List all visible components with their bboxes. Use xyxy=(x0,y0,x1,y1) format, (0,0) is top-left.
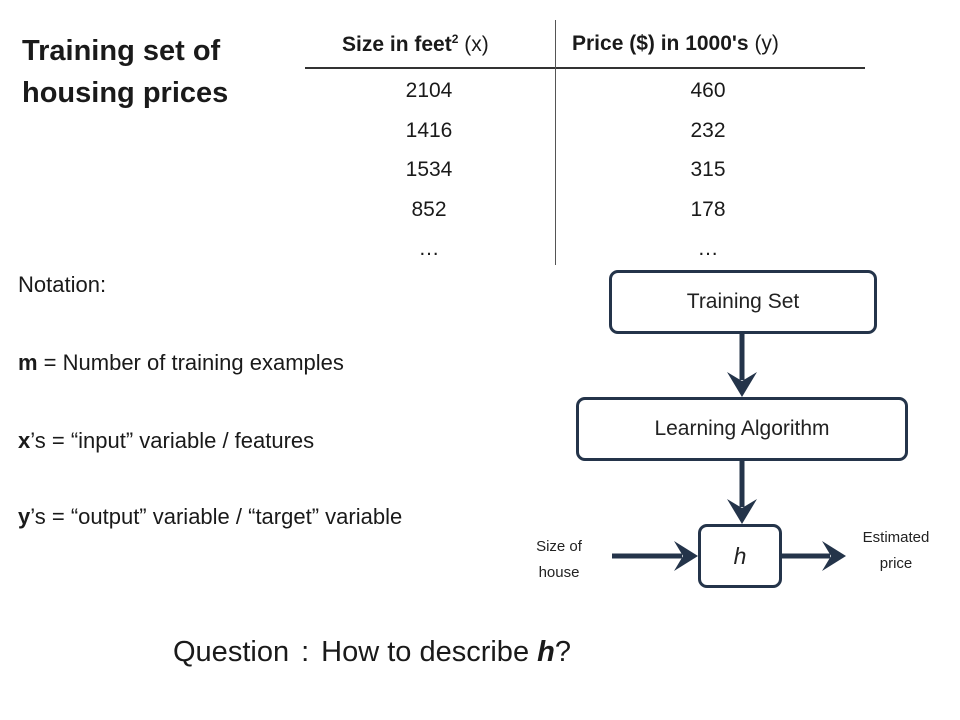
arrowhead-train-to-learn xyxy=(727,372,757,397)
slide-title: Training set of housing prices xyxy=(22,30,292,114)
arrowhead-learn-to-h xyxy=(727,499,757,524)
output-label-line-2: price xyxy=(879,555,913,572)
notation-x-text: ’s = “input” variable / features xyxy=(30,428,315,453)
table-cell-size-ellipsis: … xyxy=(418,237,440,260)
title-line-1: Training set of xyxy=(22,35,221,67)
notation-m-text: = Number of training examples xyxy=(37,350,344,375)
question-symbol-h: h xyxy=(537,636,555,668)
arrowhead-h-to-output xyxy=(822,541,846,571)
header-price-variable: (y) xyxy=(754,32,779,55)
notation-y: y’s = “output” variable / “target” varia… xyxy=(18,502,402,532)
size-column: 2104 1416 1534 852 … xyxy=(329,72,529,270)
symbol-x: x xyxy=(18,428,31,453)
notation-y-text: ’s = “output” variable / “target” variab… xyxy=(30,504,403,529)
table-cell-size: 2104 xyxy=(405,79,453,102)
table-cell-size: 1416 xyxy=(405,118,453,142)
training-set-box: Training Set xyxy=(609,270,877,334)
table-cell-price: 315 xyxy=(690,158,726,181)
symbol-m: m xyxy=(18,350,38,375)
question-text: How to describe xyxy=(321,636,538,668)
header-size-label: Size in feet xyxy=(342,33,452,56)
header-size-superscript: 2 xyxy=(451,32,459,46)
question-line: Question: How to describe h? xyxy=(173,636,571,669)
input-label-line-1: Size of xyxy=(536,538,582,555)
title-line-2: housing prices xyxy=(22,77,229,109)
notation-heading: Notation: xyxy=(18,272,107,297)
symbol-y: y xyxy=(18,504,31,529)
table-cell-size: 852 xyxy=(411,197,447,221)
input-label-line-2: house xyxy=(538,564,580,581)
table-cell-price-ellipsis: … xyxy=(697,237,719,260)
table-cell-price: 178 xyxy=(690,197,726,221)
table-cell-size: 1534 xyxy=(405,158,453,181)
table-cell-price: 232 xyxy=(690,118,726,142)
notation-x: x’s = “input” variable / features xyxy=(18,426,314,456)
column-header-size: Size in feet2 (x) xyxy=(342,32,489,57)
table-column-divider xyxy=(555,20,556,265)
header-size-variable: (x) xyxy=(464,33,489,56)
housing-data-table: Size in feet2 (x) Price ($) in 1000's (y… xyxy=(300,20,870,265)
hypothesis-box: h xyxy=(698,524,782,588)
learning-algorithm-box: Learning Algorithm xyxy=(576,397,908,461)
question-separator: : xyxy=(301,636,310,668)
output-label: Estimated price xyxy=(838,525,954,577)
question-suffix: ? xyxy=(554,636,571,668)
input-label: Size of house xyxy=(514,534,604,586)
table-header-divider xyxy=(305,67,865,69)
notation-m: m = Number of training examples xyxy=(18,348,344,378)
header-price-label: Price ($) in 1000's xyxy=(572,32,749,55)
question-prefix: Question xyxy=(173,636,290,668)
price-column: 460 232 315 178 … xyxy=(608,72,808,270)
table-cell-price: 460 xyxy=(690,79,726,102)
arrowhead-input-to-h xyxy=(674,541,698,571)
column-header-price: Price ($) in 1000's (y) xyxy=(572,32,779,56)
output-label-line-1: Estimated xyxy=(862,529,930,546)
